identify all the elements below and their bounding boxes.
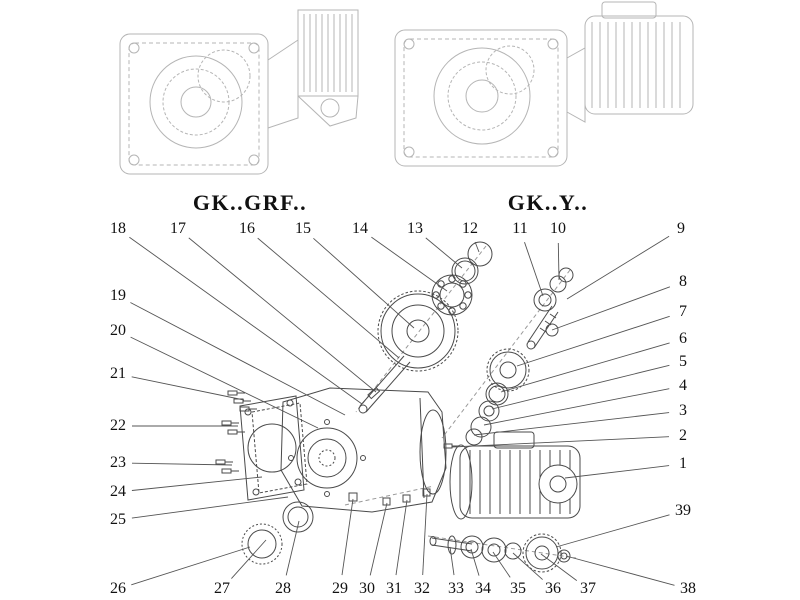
leader-line-8 [551,286,671,331]
leader-line-31 [395,499,408,576]
leader-line-32 [422,493,428,576]
leader-line-17 [188,237,377,393]
leader-line-28 [285,520,300,576]
leader-line-1 [564,465,670,479]
leader-line-9 [566,235,670,300]
leader-line-4 [483,388,670,426]
leader-line-6 [500,342,670,393]
leader-line-33 [449,546,455,576]
leader-line-20 [130,336,319,429]
leader-line-13 [425,237,463,269]
leader-line-29 [341,498,354,576]
gearbox-drawing-grf [119,9,359,175]
bevel-gear-stack [465,348,530,446]
leader-line-19 [130,302,346,416]
leader-line-37 [540,553,578,581]
variant-title-y: GK..Y.. [507,190,589,215]
mounting-flange [239,395,308,501]
leader-line-35 [492,551,511,578]
leader-line-39 [555,514,670,548]
motor-fasteners [348,488,431,506]
leader-line-26 [131,546,251,586]
screw-groups [215,390,257,474]
exploded-view [215,241,581,573]
leader-line-5 [491,364,670,410]
leader-line-16 [257,237,400,359]
input-shaft [358,355,411,414]
leader-line-23 [131,462,233,466]
leader-line-3 [473,412,670,436]
leader-line-30 [369,502,388,576]
leader-line-14 [371,236,448,292]
leader-line-27 [231,539,267,579]
variant-title-grf: GK..GRF.. [192,190,308,215]
leader-line-24 [131,476,263,491]
pinion-assembly [526,267,574,350]
leader-line-11 [524,242,544,297]
leader-line-38 [565,555,675,586]
leader-lines-layer [129,235,675,586]
leader-line-2 [451,436,670,448]
leader-line-10 [557,242,560,281]
electric-motor [443,431,581,520]
leader-line-15 [313,237,415,329]
assembly-axis-lines [344,245,577,559]
gearbox-housing [280,387,447,513]
leader-line-25 [131,496,289,519]
gearbox-drawing-y [394,1,694,167]
leader-line-12 [474,241,480,253]
leader-line-34 [470,548,480,576]
leader-line-36 [512,552,543,580]
leader-line-18 [129,236,363,405]
leader-line-7 [516,315,670,367]
main-gear-assembly [377,241,493,372]
leader-line-21 [131,376,245,401]
